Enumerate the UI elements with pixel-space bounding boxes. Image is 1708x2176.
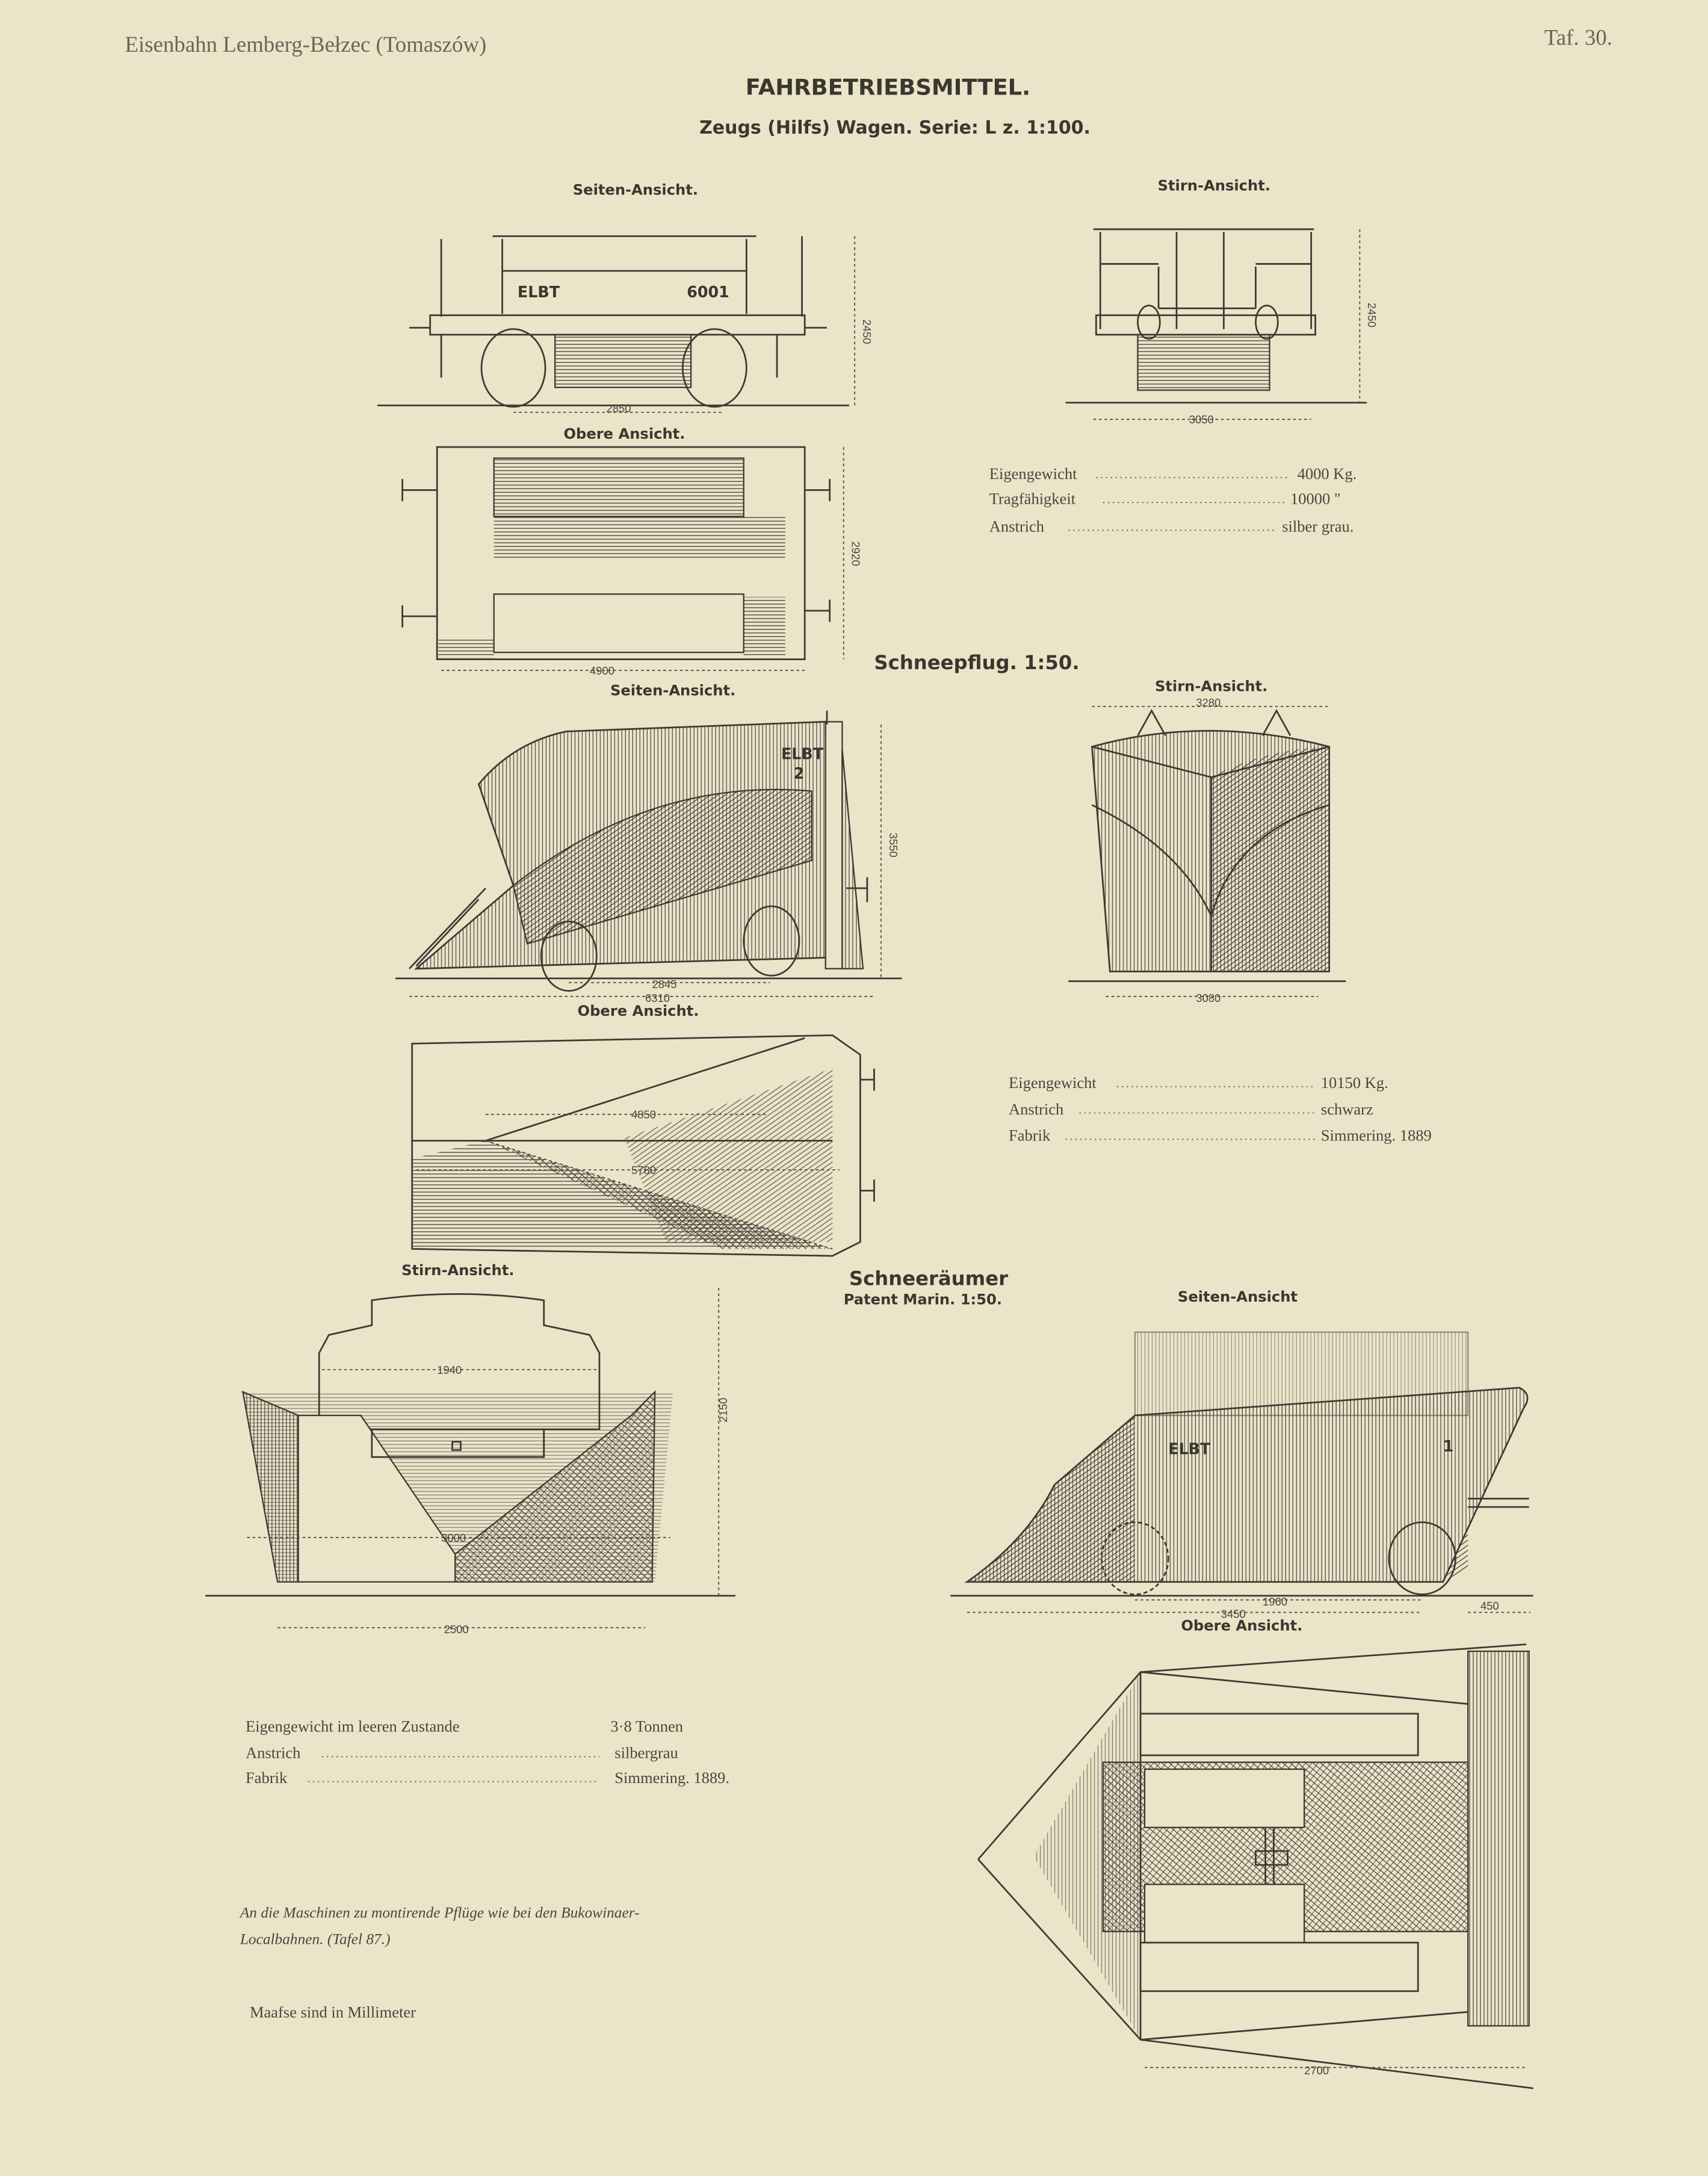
view-label: Obere Ansicht. xyxy=(563,425,685,442)
wagon-top-view: Obere Ansicht. 2920 4900 xyxy=(401,425,862,677)
wagon-marking: ELBT xyxy=(518,283,560,301)
dimension: 2450 xyxy=(1366,303,1378,327)
wheel xyxy=(1388,1521,1456,1595)
clearer-number: 1 xyxy=(1443,1437,1454,1455)
dimension: 2500 xyxy=(444,1623,469,1636)
view-label: Obere Ansicht. xyxy=(1181,1617,1302,1634)
dimension: 1960 xyxy=(1263,1595,1287,1608)
spec-value: silbergrau xyxy=(614,1744,678,1762)
spec-value: 3·8 Tonnen xyxy=(610,1717,683,1736)
view-label: Stirn-Ansicht. xyxy=(401,1262,514,1279)
view-label: Obere Ansicht. xyxy=(578,1003,699,1019)
wagon-subtitle: Zeugs (Hilfs) Wagen. Serie: L z. 1:100. xyxy=(699,117,1091,138)
wagon-side-view: Seiten-Ansicht. ELBT 6001 2450 2850 xyxy=(377,181,873,415)
wagon-end-view: Stirn-Ansicht. 2450 3050 xyxy=(1065,177,1378,426)
spec-value: schwarz xyxy=(1321,1100,1373,1118)
view-label: Stirn-Ansicht. xyxy=(1155,678,1267,695)
spec-label: Anstrich xyxy=(1009,1100,1063,1118)
spec-value: 10000 " xyxy=(1290,489,1341,507)
view-label: Seiten-Ansicht xyxy=(1178,1288,1298,1305)
snowplough-top-view: Obere Ansicht. 4850 5780 xyxy=(411,1003,875,1257)
snow-clearer-subheading: Patent Marin. 1:50. xyxy=(844,1291,1002,1308)
plough-number: 2 xyxy=(794,764,805,782)
wheel xyxy=(681,328,747,408)
wagon-number: 6001 xyxy=(687,283,729,301)
snow-clearer-specs: Eigengewicht im leeren Zustande 3·8 Tonn… xyxy=(246,1717,729,1787)
spec-label: Tragfähigkeit xyxy=(989,489,1076,507)
spec-value: Simmering. 1889. xyxy=(614,1769,729,1787)
plate-number: Taf. 30. xyxy=(1544,25,1612,49)
spec-label: Eigengewicht xyxy=(989,465,1077,483)
wheel xyxy=(1101,1521,1169,1595)
spec-value: 10150 Kg. xyxy=(1321,1074,1388,1092)
snow-clearer-side-view: Seiten-Ansicht ELBT 1 1960 3450 450 xyxy=(950,1288,1533,1621)
wheel xyxy=(540,920,598,992)
plough-marking: ELBT xyxy=(781,745,824,763)
view-label: Seiten-Ansicht. xyxy=(573,181,698,198)
dimension: 2450 xyxy=(861,320,873,344)
dimension: 6310 xyxy=(645,992,670,1004)
note-line-2: Localbahnen. (Tafel 87.) xyxy=(240,1930,391,1947)
page-title: FAHRBETRIEBSMITTEL. xyxy=(746,74,1030,100)
clearer-marking: ELBT xyxy=(1168,1440,1211,1458)
spec-label: Eigengewicht im leeren Zustande xyxy=(246,1717,459,1736)
units-note: Maafse sind in Millimeter xyxy=(250,2003,416,2021)
dimension: 3080 xyxy=(1196,992,1221,1004)
view-label: Stirn-Ansicht. xyxy=(1158,177,1270,194)
spec-label: Anstrich xyxy=(246,1744,300,1762)
dimension: 2845 xyxy=(652,978,677,991)
wheel xyxy=(743,905,800,977)
dimension: 2150 xyxy=(717,1398,729,1423)
snowplough-side-view: Seiten-Ansicht. ELBT 2 3550 2845 6310 xyxy=(395,682,902,1004)
snowplough-specs: Eigengewicht 10150 Kg. Anstrich schwarz … xyxy=(1009,1074,1432,1145)
note-line-1: An die Maschinen zu montirende Pflüge wi… xyxy=(239,1905,640,1921)
dimension: 3550 xyxy=(887,833,900,858)
snowplough-heading: Schneepflug. 1:50. xyxy=(874,651,1079,674)
dimension: 3000 xyxy=(441,1532,466,1544)
spec-value: 4000 Kg. xyxy=(1298,465,1357,483)
dimension: 2700 xyxy=(1304,2064,1329,2077)
dimension: 1940 xyxy=(437,1364,462,1376)
spec-label: Eigengewicht xyxy=(1009,1074,1097,1092)
dimension: 4850 xyxy=(631,1108,656,1121)
snowplough-end-view: Stirn-Ansicht. 3280 3080 xyxy=(1068,678,1346,1004)
dimension: 3450 xyxy=(1221,1608,1246,1621)
spec-label: Anstrich xyxy=(989,518,1044,536)
railway-name: Eisenbahn Lemberg-Bełzec (Tomaszów) xyxy=(125,32,486,57)
snow-clearer-heading: Schneeräumer xyxy=(849,1267,1008,1290)
spec-value: silber grau. xyxy=(1282,518,1354,536)
snow-clearer-end-view: Stirn-Ansicht. 1940 3000 2150 2500 xyxy=(205,1262,735,1636)
snow-clearer-top-view: Obere Ansicht. 2700 xyxy=(977,1617,1533,2089)
spec-value: Simmering. 1889 xyxy=(1321,1127,1432,1145)
dimension: 3050 xyxy=(1189,413,1214,426)
view-label: Seiten-Ansicht. xyxy=(610,682,735,699)
dimension: 450 xyxy=(1481,1600,1499,1612)
dimension: 2850 xyxy=(606,402,631,415)
dimension: 2920 xyxy=(850,542,862,566)
wagon-specs: Eigengewicht 4000 Kg. Tragfähigkeit 1000… xyxy=(989,465,1357,536)
dimension: 3280 xyxy=(1196,696,1221,709)
spec-label: Fabrik xyxy=(1009,1127,1051,1145)
dimension: 5780 xyxy=(631,1164,656,1176)
wheel xyxy=(480,328,546,408)
dimension: 4900 xyxy=(590,664,614,677)
spec-label: Fabrik xyxy=(246,1769,288,1787)
